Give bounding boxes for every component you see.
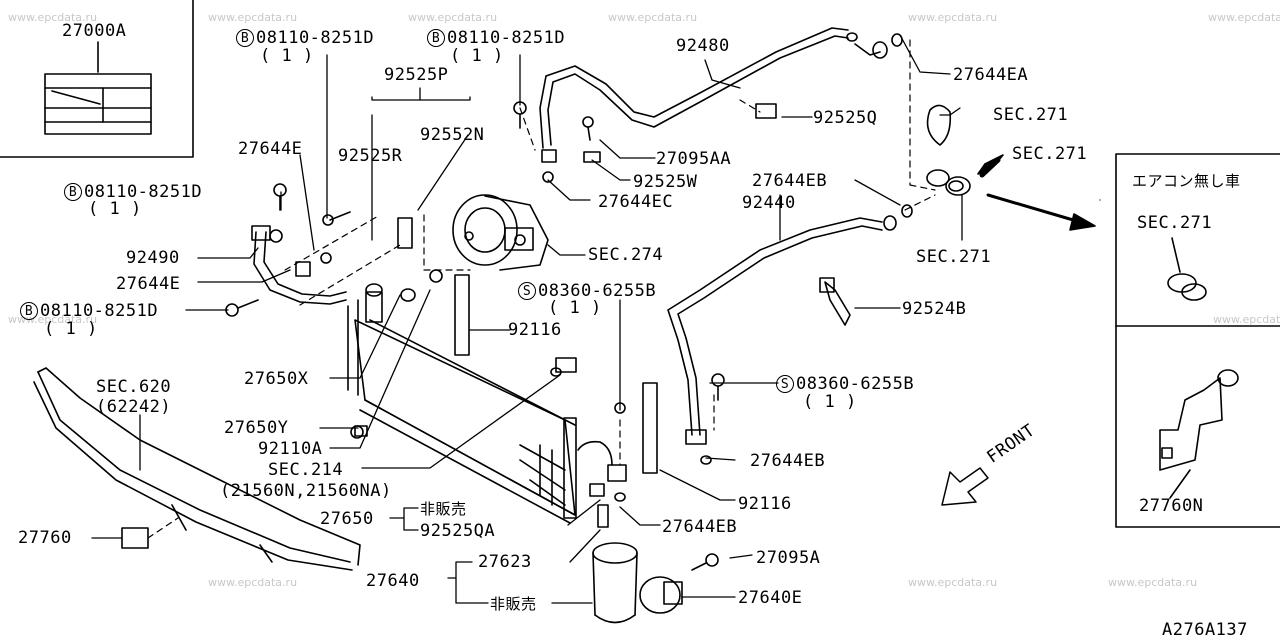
part-label-92552N: 92552N	[420, 125, 485, 145]
part-label-27000A: 27000A	[62, 21, 127, 41]
sec-label-271: SEC.271	[993, 105, 1069, 125]
part-label-92525QA: 92525QA	[420, 521, 496, 541]
sec-label-271: SEC.271	[916, 247, 992, 267]
diagram-id: A276A137	[1162, 620, 1248, 640]
part-label-92525P: 92525P	[384, 65, 449, 85]
part-label-27640E: 27640E	[738, 588, 803, 608]
compressor	[452, 194, 549, 271]
watermark: www.epcdata.ru	[8, 11, 98, 24]
screw-symbol-icon: S	[518, 282, 536, 300]
part-label-27644E: 27644E	[238, 139, 303, 159]
bolt-symbol-icon: B	[20, 302, 38, 320]
watermark: www.epcdata.ru	[1108, 576, 1198, 589]
receiver-drier	[592, 504, 638, 624]
part-label-92480: 92480	[676, 36, 730, 56]
watermark: www.epcdata.ru	[908, 576, 998, 589]
seal-92116-bottom	[642, 382, 658, 474]
dashed-guides	[147, 39, 936, 539]
block-27760	[121, 527, 149, 549]
part-label-27650: 27650	[320, 509, 374, 529]
not-for-sale-note: 非販売	[490, 595, 537, 613]
bolt-qty: ( 1 )	[260, 46, 314, 66]
part-label-27644EB: 27644EB	[750, 451, 826, 471]
not-for-sale-note: 非販売	[420, 500, 467, 518]
inset-part-label: 27760N	[1139, 496, 1204, 516]
watermark: www.epcdata.ru	[408, 11, 498, 24]
bolt-qty: ( 1 )	[44, 319, 98, 339]
bolt-symbol-icon: B	[236, 29, 254, 47]
watermark: www.epcdata.ru	[1208, 11, 1280, 24]
screw-qty: ( 1 )	[803, 392, 857, 412]
no-ac-inset	[1115, 153, 1280, 528]
pipe-92480	[539, 27, 903, 183]
sec-label-274: SEC.274	[588, 245, 664, 265]
label-plate-inset	[0, 0, 194, 158]
part-label-92116: 92116	[738, 494, 792, 514]
seal-92116-top	[454, 274, 470, 356]
part-label-27650Y: 27650Y	[224, 418, 289, 438]
front-arrow	[941, 467, 989, 506]
sec-label-214-ref: (21560N,21560NA)	[220, 481, 392, 501]
screw-qty: ( 1 )	[548, 298, 602, 318]
part-label-92490: 92490	[126, 248, 180, 268]
bolt-symbol-icon: B	[64, 183, 82, 201]
part-label-27095A: 27095A	[756, 548, 821, 568]
part-label-27644E: 27644E	[116, 274, 181, 294]
sec-label-214: SEC.214	[268, 460, 344, 480]
part-label-27640: 27640	[366, 571, 420, 591]
part-label-92110A: 92110A	[258, 439, 323, 459]
leader-lines	[91, 34, 1101, 604]
part-label-92525R: 92525R	[338, 146, 403, 166]
sec-label-271: SEC.271	[1012, 144, 1088, 164]
part-label-27644EA: 27644EA	[953, 65, 1029, 85]
small-parts	[225, 101, 971, 571]
watermark: www.epcdata.ru	[208, 576, 298, 589]
sec-label-620: SEC.620	[96, 377, 172, 397]
part-label-27650X: 27650X	[244, 369, 309, 389]
part-label-92116: 92116	[508, 320, 562, 340]
pipe-92490	[251, 225, 347, 305]
bolt-qty: ( 1 )	[88, 199, 142, 219]
inset-title: エアコン無し車	[1132, 172, 1241, 190]
watermark: www.epcdata.ru	[908, 11, 998, 24]
bracket-27640E	[639, 576, 683, 614]
part-label-27760: 27760	[18, 528, 72, 548]
sec-label-620-ref: (62242)	[96, 397, 172, 417]
part-label-92525Q: 92525Q	[813, 108, 878, 128]
watermark: www.epcdata.ru	[208, 11, 298, 24]
bolt-symbol-icon: B	[427, 29, 445, 47]
part-label-92440: 92440	[742, 193, 796, 213]
part-label-27095AA: 27095AA	[656, 149, 732, 169]
part-label-27644EB: 27644EB	[752, 171, 828, 191]
part-label-27644EB: 27644EB	[662, 517, 738, 537]
part-label-92525W: 92525W	[633, 172, 698, 192]
radiator-support	[33, 367, 361, 571]
watermark: www.epcdata.ru	[608, 11, 698, 24]
part-label-92524B: 92524B	[902, 299, 967, 319]
pipe-92440	[667, 204, 913, 465]
bolt-qty: ( 1 )	[450, 46, 504, 66]
watermark: www.epcdata.ru	[1213, 313, 1280, 326]
inset-sec-label: SEC.271	[1137, 213, 1213, 233]
part-label-27644EC: 27644EC	[598, 192, 674, 212]
screw-symbol-icon: S	[776, 375, 794, 393]
part-label-27623: 27623	[478, 552, 532, 572]
